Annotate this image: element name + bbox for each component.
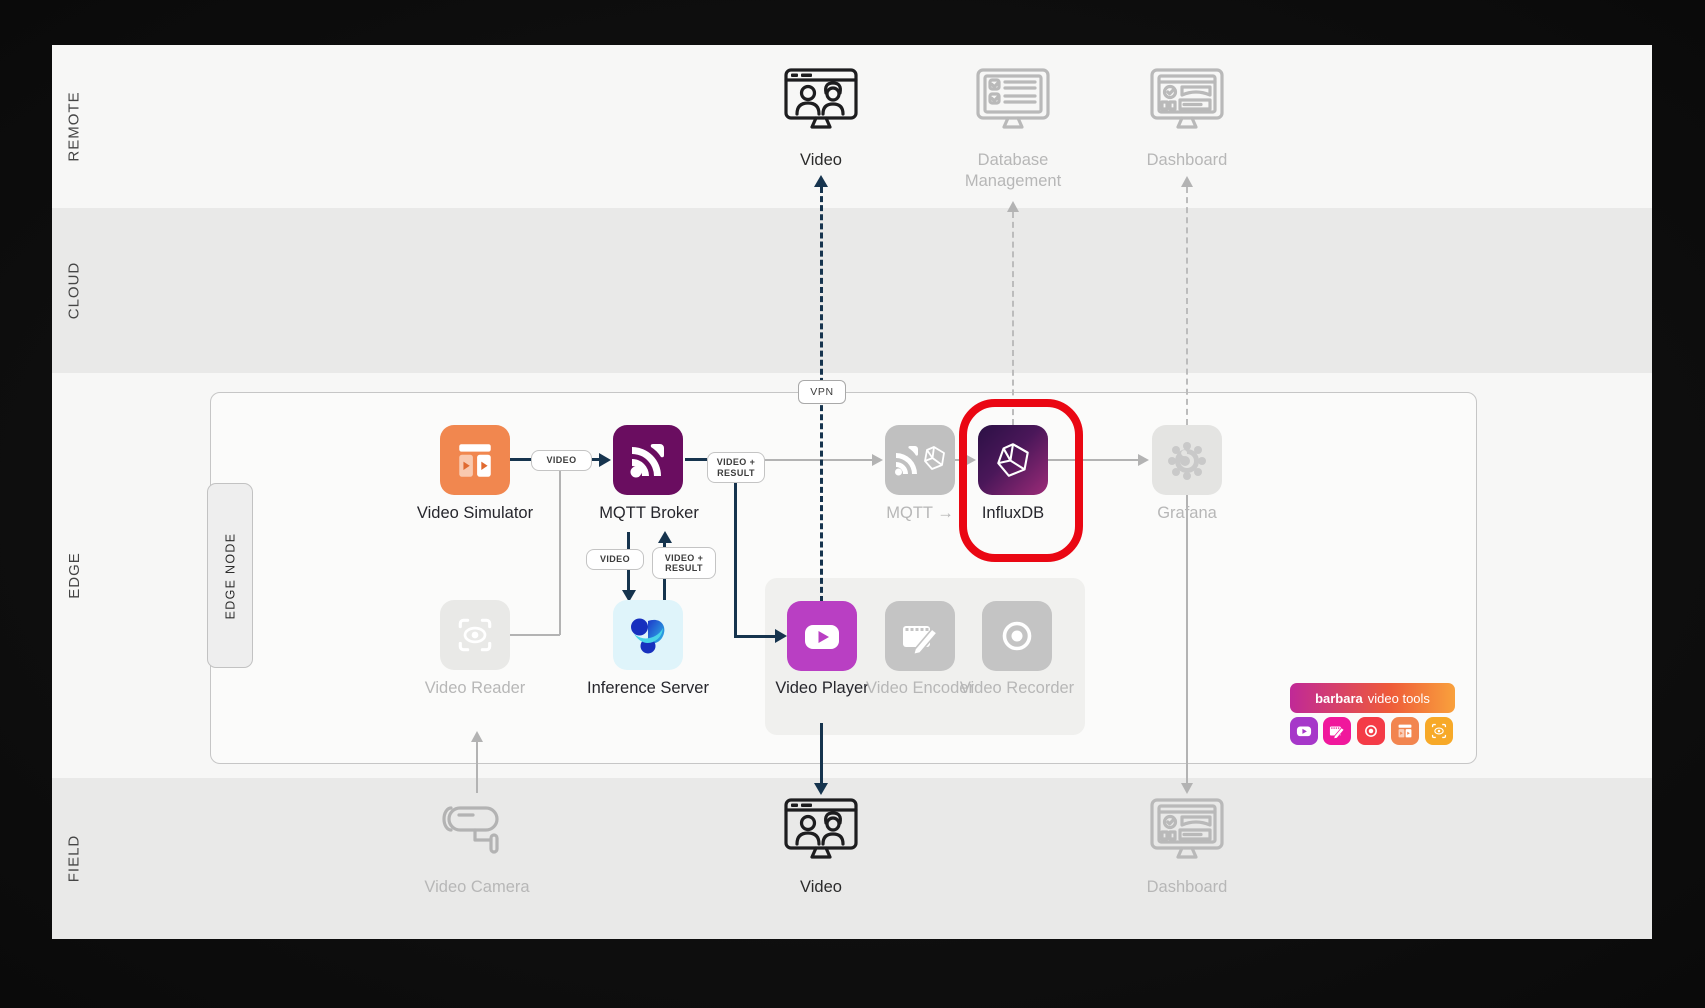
video-recorder-icon xyxy=(1365,725,1377,737)
edge-pill-to-broker xyxy=(590,458,600,461)
field-dashboard-icon xyxy=(1149,797,1225,870)
inference-server-icon xyxy=(631,618,665,654)
field-video-monitor-icon xyxy=(783,797,859,870)
arrowhead-into-grafana xyxy=(1138,454,1149,466)
arrowhead-into-broker xyxy=(599,452,611,467)
edge-result-to-player xyxy=(733,634,776,638)
video-player-icon xyxy=(1296,726,1312,737)
arrowhead-to-video-reader xyxy=(471,731,483,742)
remote-video-monitor-icon xyxy=(783,67,859,140)
influxdb-highlight-ring xyxy=(959,399,1083,562)
diagram-card: REMOTE CLOUD EDGE FIELD EDGE NODE xyxy=(52,45,1652,939)
barbara-tile-video-encoder xyxy=(1323,717,1351,745)
arrowhead-to-remote-video xyxy=(814,175,828,187)
influxdb-icon xyxy=(997,443,1029,477)
node-video-recorder xyxy=(982,601,1052,671)
barbara-tile-video-recorder xyxy=(1357,717,1385,745)
mqtt-broker-icon xyxy=(630,444,664,478)
arrowhead-into-influx xyxy=(965,454,976,466)
remote-database-management-icon xyxy=(975,67,1051,140)
video-reader-label: Video Reader xyxy=(424,679,526,697)
band-cloud-label: CLOUD xyxy=(65,261,83,320)
remote-dashboard-icon xyxy=(1149,67,1225,140)
video-simulator-icon xyxy=(1398,724,1412,738)
arrowhead-to-remote-dashboard xyxy=(1181,176,1193,187)
barbara-tile-video-reader xyxy=(1425,717,1453,745)
remote-dashboard-label: Dashboard xyxy=(1146,151,1228,169)
flow-label-video-result-2: VIDEO + RESULT xyxy=(652,547,716,579)
inference-server-label: Inference Server xyxy=(587,679,709,697)
band-field-label: FIELD xyxy=(65,834,83,883)
edge-influx-to-dbm xyxy=(1012,212,1014,425)
node-video-encoder xyxy=(885,601,955,671)
band-edge-label: EDGE xyxy=(65,552,83,599)
video-player-label: Video Player xyxy=(775,679,869,697)
band-remote: REMOTE xyxy=(52,45,1652,208)
field-video-camera-label: Video Camera xyxy=(424,878,530,896)
video-reader-icon xyxy=(1431,723,1447,739)
band-remote-label: REMOTE xyxy=(65,91,83,162)
remote-video-label: Video xyxy=(800,151,842,169)
video-encoder-label: Video Encoder xyxy=(866,679,974,697)
edge-sim-to-pill xyxy=(510,458,533,461)
edge-broker-to-pill2 xyxy=(685,458,707,461)
edge-player-to-field-video xyxy=(819,723,823,783)
mqtt-label: MQTT → xyxy=(886,504,954,522)
video-reader-icon xyxy=(458,618,492,652)
video-encoder-icon xyxy=(1329,726,1345,740)
barbara-brand-name: barbara xyxy=(1315,690,1363,706)
field-dashboard-label: Dashboard xyxy=(1146,878,1228,896)
arrowhead-into-mqtt xyxy=(872,454,883,466)
barbara-tile-video-player xyxy=(1290,717,1318,745)
edge-video-to-reader xyxy=(510,634,560,636)
edge-video-drop xyxy=(559,470,561,635)
arrowhead-into-player xyxy=(775,629,787,643)
influxdb-label: InfluxDB xyxy=(981,504,1045,522)
field-video-label: Video xyxy=(800,878,842,896)
arrowhead-into-broker-up xyxy=(657,531,672,543)
vpn-label: VPN xyxy=(798,380,846,404)
arrowhead-into-inference xyxy=(621,590,636,602)
band-field: FIELD xyxy=(52,778,1652,939)
edge-influx-to-grafana xyxy=(1048,459,1139,461)
node-grafana xyxy=(1152,425,1222,495)
edge-node-tab: EDGE NODE xyxy=(207,483,253,668)
band-cloud: CLOUD xyxy=(52,208,1652,373)
video-simulator-icon xyxy=(459,444,491,477)
video-recorder-label: Video Recorder xyxy=(959,679,1075,697)
arrowhead-to-db-management xyxy=(1007,201,1019,212)
arrowhead-to-field-dashboard xyxy=(1181,783,1193,794)
node-video-simulator xyxy=(440,425,510,495)
edge-camera-to-reader xyxy=(476,742,478,793)
flow-label-video-result: VIDEO + RESULT xyxy=(707,452,765,483)
node-inference-server xyxy=(613,600,683,670)
flow-label-video-2: VIDEO xyxy=(586,549,644,570)
video-simulator-label: Video Simulator xyxy=(416,504,534,522)
node-influxdb xyxy=(978,425,1048,495)
flow-label-video: VIDEO xyxy=(531,450,592,471)
video-player-icon xyxy=(805,625,839,649)
arrowhead-to-field-video xyxy=(814,783,828,795)
mqtt-cloud-icon xyxy=(895,446,945,476)
edge-grafana-to-field-dashboard xyxy=(1186,495,1188,783)
video-encoder-icon xyxy=(903,626,939,656)
mqtt-broker-label: MQTT Broker xyxy=(599,504,699,522)
video-recorder-icon xyxy=(1002,621,1032,651)
barbara-tile-video-simulator xyxy=(1391,717,1419,745)
grafana-label: Grafana xyxy=(1157,504,1217,522)
node-video-player xyxy=(787,601,857,671)
node-mqtt-broker xyxy=(613,425,683,495)
remote-database-management-label: Database Management xyxy=(964,151,1062,190)
grafana-icon xyxy=(1168,442,1206,480)
edge-pill2-to-mqtt xyxy=(763,459,872,461)
edge-grafana-to-remote-dashboard xyxy=(1186,187,1188,425)
edge-result-drop xyxy=(733,481,737,637)
node-mqtt xyxy=(885,425,955,495)
field-video-camera-icon xyxy=(439,793,515,868)
node-video-reader xyxy=(440,600,510,670)
barbara-video-tools-banner: barbara video tools xyxy=(1290,683,1455,713)
barbara-product-name: video tools xyxy=(1367,690,1430,706)
